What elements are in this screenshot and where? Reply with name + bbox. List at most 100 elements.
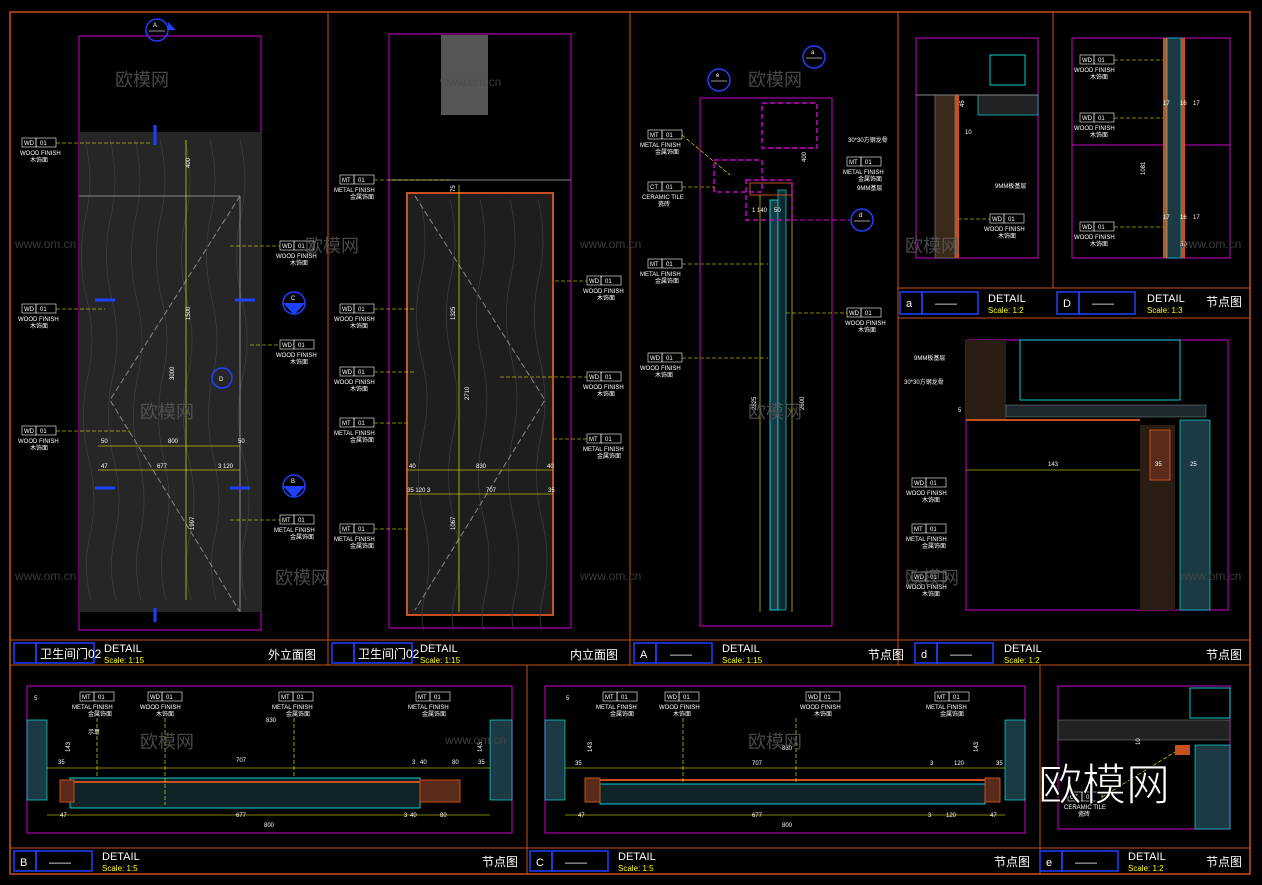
callout-a: a — [802, 45, 826, 69]
svg-text:01: 01 — [621, 695, 628, 701]
title-bar-pd: d —— DETAIL Scale: 1:2 节点图 — [914, 642, 1242, 665]
dim-text: 677 — [752, 813, 763, 819]
svg-text:WD: WD — [150, 695, 161, 701]
svg-text:METAL FINISH: METAL FINISH — [640, 143, 681, 149]
door-core — [1166, 37, 1182, 259]
dim-text: 50 — [101, 439, 108, 445]
svg-text:01: 01 — [434, 695, 441, 701]
svg-text:01: 01 — [605, 279, 612, 285]
door-leaf — [406, 192, 554, 616]
svg-text:01: 01 — [865, 160, 872, 166]
frame-left — [59, 779, 75, 803]
ref-line: —— — [1075, 857, 1097, 869]
detail-box-e — [713, 159, 763, 193]
door-leaf-plan — [599, 783, 986, 805]
section-boundary — [699, 97, 833, 627]
svg-text:金属饰面: 金属饰面 — [290, 533, 314, 541]
svg-text:WD: WD — [992, 217, 1003, 223]
watermark: www.om.cn — [14, 237, 76, 251]
svg-text:MT: MT — [605, 695, 614, 701]
svg-text:WOOD FINISH: WOOD FINISH — [640, 366, 681, 372]
dim-text: 707 — [486, 488, 497, 494]
svg-text:WD: WD — [849, 311, 860, 317]
svg-text:METAL FINISH: METAL FINISH — [334, 431, 375, 437]
svg-text:WOOD FINISH: WOOD FINISH — [800, 705, 841, 711]
svg-text:01: 01 — [298, 343, 305, 349]
watermark: www.om.cn — [439, 75, 501, 89]
dim-text: 143 — [478, 741, 484, 752]
dim-text: 50 — [774, 208, 781, 214]
dim-text: 3 120 — [218, 464, 234, 470]
note-mark: 示意 — [88, 728, 100, 736]
wall-section-left — [544, 719, 566, 801]
dim-text: 800 — [168, 439, 179, 445]
dim-text: 120 — [954, 761, 965, 767]
svg-text:木饰面: 木饰面 — [30, 444, 48, 452]
dim-text: 35 — [58, 760, 65, 766]
dim-text: 35 — [478, 760, 485, 766]
panel-name: 节点图 — [1206, 855, 1242, 869]
dim-text: 830 — [782, 746, 793, 752]
svg-text:01: 01 — [666, 356, 673, 362]
svg-text:A: A — [153, 23, 157, 29]
dim-text: 400 — [802, 151, 808, 162]
title-bar-p2: 卫生间门02 DETAIL Scale: 1:15 内立面图 — [331, 642, 618, 665]
watermark: www.om.cn — [1179, 237, 1241, 251]
detail-box-d — [745, 179, 793, 221]
panel-detail-C: 830 143 707 35 3 120 35 143 47 677 3 120… — [544, 685, 1026, 834]
svg-text:WOOD FINISH: WOOD FINISH — [906, 585, 947, 591]
metal-strip — [1163, 38, 1167, 258]
dim-text: 25 — [1190, 462, 1197, 468]
svg-text:MT: MT — [849, 160, 858, 166]
svg-text:01: 01 — [666, 185, 673, 191]
ceiling-hatch — [966, 340, 1006, 420]
ref-letter: C — [536, 857, 544, 869]
dim-text: 830 — [266, 718, 277, 724]
svg-text:01: 01 — [666, 133, 673, 139]
ref-line: —— — [935, 298, 957, 310]
dim-text: 40 — [410, 813, 417, 819]
dim-text: 830 — [476, 464, 487, 470]
svg-text:WOOD FINISH: WOOD FINISH — [276, 353, 317, 359]
ref-letter: B — [20, 857, 27, 869]
svg-text:WOOD FINISH: WOOD FINISH — [18, 317, 59, 323]
section-callout-C: C — [282, 291, 306, 315]
svg-text:01: 01 — [683, 695, 690, 701]
svg-text:金属饰面: 金属饰面 — [350, 436, 374, 444]
dim-text: 400 — [186, 157, 192, 168]
svg-text:WOOD FINISH: WOOD FINISH — [583, 385, 624, 391]
svg-text:MT: MT — [650, 133, 659, 139]
scale-label: Scale: 1:2 — [1004, 656, 1040, 665]
svg-text:木饰面: 木饰面 — [30, 156, 48, 164]
watermark: 欧模网 — [275, 568, 329, 588]
ref-letter: d — [921, 649, 927, 661]
note-steel: 30*30方钢龙骨 — [904, 378, 944, 386]
svg-text:MT: MT — [914, 527, 923, 533]
wood-grain — [416, 199, 548, 631]
svg-text:METAL FINISH: METAL FINISH — [596, 705, 637, 711]
title-bar-pa: a —— DETAIL Scale: 1:2 — [899, 291, 1026, 315]
detail-label: DETAIL — [988, 293, 1026, 305]
dim-text: 35 — [1155, 462, 1162, 468]
svg-text:WD: WD — [282, 343, 293, 349]
dim-text: 120 — [946, 813, 957, 819]
svg-text:METAL FINISH: METAL FINISH — [334, 188, 375, 194]
callout-d: d — [850, 208, 874, 232]
dim-text: 35 — [996, 761, 1003, 767]
svg-text:CERAMIC TILE: CERAMIC TILE — [642, 195, 684, 201]
ref-line: —— — [950, 649, 972, 661]
ref-line: —— — [1092, 298, 1114, 310]
dim-text: 47 — [101, 464, 108, 470]
svg-text:MT: MT — [342, 421, 351, 427]
scale-label: Scale: 1:15 — [722, 656, 763, 665]
title-bar-pD: D —— DETAIL Scale: 1:3 节点图 — [1056, 291, 1242, 315]
svg-text:木饰面: 木饰面 — [597, 390, 615, 398]
svg-text:01: 01 — [40, 141, 47, 147]
